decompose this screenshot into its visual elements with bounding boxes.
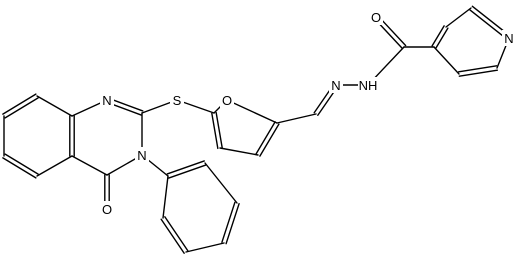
atom-s-thioether: S bbox=[170, 92, 184, 108]
atom-label-s: S bbox=[173, 93, 182, 108]
atom-label-n: N bbox=[331, 78, 340, 93]
atom-label-o: O bbox=[102, 202, 112, 217]
double-bond bbox=[225, 202, 240, 245]
single-bond bbox=[204, 162, 238, 204]
atom-n-pyridine: N bbox=[502, 30, 516, 46]
atom-n-imine: N bbox=[329, 77, 343, 93]
single-bond bbox=[36, 95, 73, 117]
bond-layer bbox=[2, 5, 512, 254]
single-bond bbox=[226, 99, 278, 124]
single-bond bbox=[185, 242, 225, 253]
atom-o-quinazolinone: O bbox=[100, 201, 114, 217]
single-bond bbox=[71, 155, 108, 176]
atom-o-carbonyl-amide: O bbox=[369, 9, 383, 25]
single-bond bbox=[36, 155, 73, 177]
double-bond bbox=[211, 112, 219, 150]
single-bond bbox=[219, 147, 259, 156]
single-bond bbox=[445, 7, 472, 28]
atom-label-n: N bbox=[102, 93, 111, 108]
single-bond bbox=[276, 113, 317, 124]
double-bond bbox=[2, 157, 37, 179]
atom-label-o: O bbox=[371, 10, 381, 25]
atom-nh-amide: NH bbox=[358, 77, 378, 93]
atom-label-o: O bbox=[222, 93, 232, 108]
double-bond bbox=[458, 69, 499, 77]
single-bond bbox=[162, 175, 169, 219]
double-bond bbox=[164, 216, 189, 252]
double-bond bbox=[431, 25, 445, 47]
double-bond bbox=[168, 164, 207, 179]
atom-n-quinazoline-1: N bbox=[100, 92, 114, 108]
double-bond bbox=[166, 160, 205, 175]
double-bond bbox=[160, 218, 185, 254]
double-bond bbox=[215, 111, 223, 149]
atom-n-quinazoline-3: N bbox=[135, 147, 149, 163]
double-bond bbox=[255, 121, 276, 155]
double-bond bbox=[468, 9, 509, 41]
double-bond bbox=[221, 201, 236, 244]
atom-label-n: N bbox=[504, 31, 513, 46]
single-bond bbox=[433, 46, 460, 75]
double-bond bbox=[4, 153, 39, 175]
double-bond bbox=[259, 123, 280, 157]
atom-label-nh: NH bbox=[359, 78, 378, 93]
atom-o-furan: O bbox=[220, 92, 234, 108]
atom-label-layer: O N NH N O S N bbox=[100, 9, 516, 217]
double-bond bbox=[4, 97, 39, 119]
double-bond bbox=[457, 65, 498, 73]
atom-label-n: N bbox=[137, 148, 146, 163]
double-bond bbox=[435, 27, 449, 49]
double-bond bbox=[2, 93, 37, 115]
